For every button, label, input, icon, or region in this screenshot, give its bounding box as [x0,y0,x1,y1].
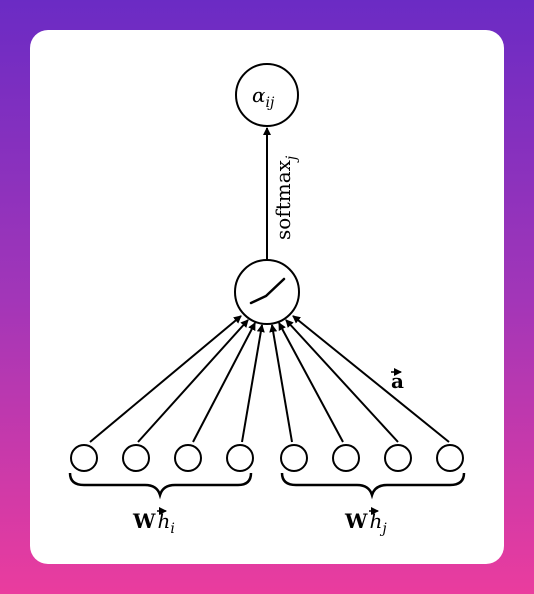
edge-4 [241,324,265,443]
edge-1 [89,315,242,443]
edge-6 [278,322,344,443]
edge-2 [137,319,249,443]
input-node-6 [332,444,360,472]
leaky-relu-icon [249,277,286,305]
input-node-4 [226,444,254,472]
output-node [235,63,299,127]
input-nodes [70,444,464,472]
attention-node [234,259,300,325]
softmax-label: softmaxj [271,155,300,240]
input-node-7 [384,444,412,472]
output-node-label: αij [252,83,275,111]
input-node-1 [70,444,98,472]
input-edges [89,315,450,443]
input-node-5 [280,444,308,472]
edge-5 [269,324,293,443]
right-brace [280,472,466,500]
edge-3 [192,322,256,443]
input-node-2 [122,444,150,472]
edge-7 [285,319,399,443]
input-node-3 [174,444,202,472]
input-node-8 [436,444,464,472]
left-brace [68,472,253,500]
edge-8 [292,315,450,443]
